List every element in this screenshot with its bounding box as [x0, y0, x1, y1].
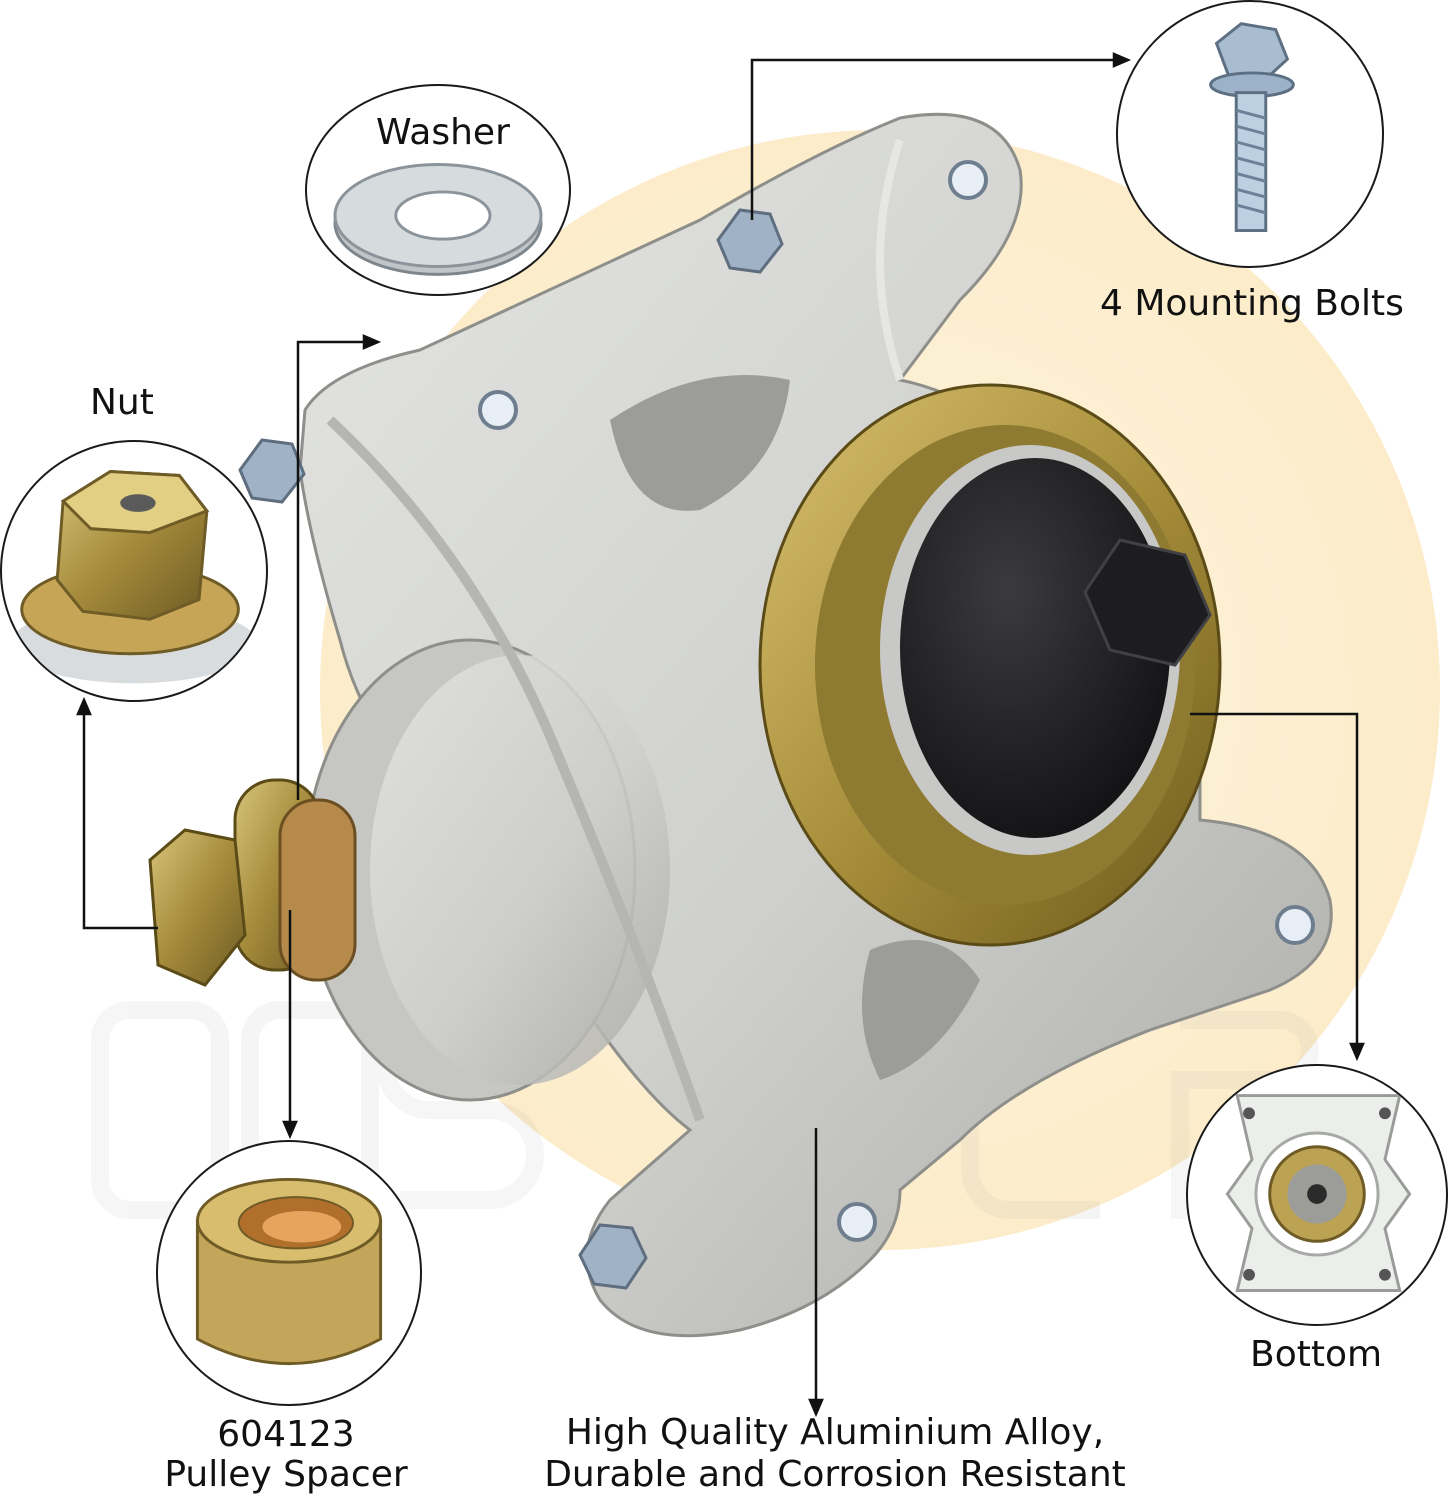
bolt-heads — [238, 208, 784, 1290]
washer-callout — [305, 84, 571, 296]
spindle-bottom-icon — [1225, 1094, 1412, 1292]
bolt-icon — [1209, 22, 1295, 233]
spindle-housing — [238, 112, 1333, 1338]
flange-nut-icon — [10, 470, 258, 684]
washer-label: Washer — [376, 112, 510, 153]
shaft-assembly — [148, 778, 357, 987]
mounting-bolts-label: 4 Mounting Bolts — [1100, 283, 1404, 324]
spindle-bolt — [1083, 538, 1212, 667]
spacer-part-number: 604123 — [217, 1414, 355, 1455]
bottom-label: Bottom — [1250, 1334, 1383, 1375]
bearing-seal — [758, 383, 1222, 947]
material-line-1: High Quality Aluminium Alloy, — [565, 1412, 1105, 1453]
nut-callout — [0, 440, 268, 702]
bottom-view-callout — [1186, 1064, 1448, 1326]
leader-lines — [76, 52, 1365, 1418]
washer-icon — [333, 163, 543, 276]
mounting-holes — [478, 160, 1315, 1242]
material-line-2: Durable and Corrosion Resistant — [544, 1454, 1126, 1495]
spacer-bushing-icon — [195, 1177, 383, 1365]
nut-label: Nut — [90, 382, 154, 423]
spacer-name-label: Pulley Spacer — [164, 1454, 408, 1495]
pulley-spacer-callout — [156, 1140, 422, 1406]
mounting-bolt-callout — [1116, 0, 1384, 268]
